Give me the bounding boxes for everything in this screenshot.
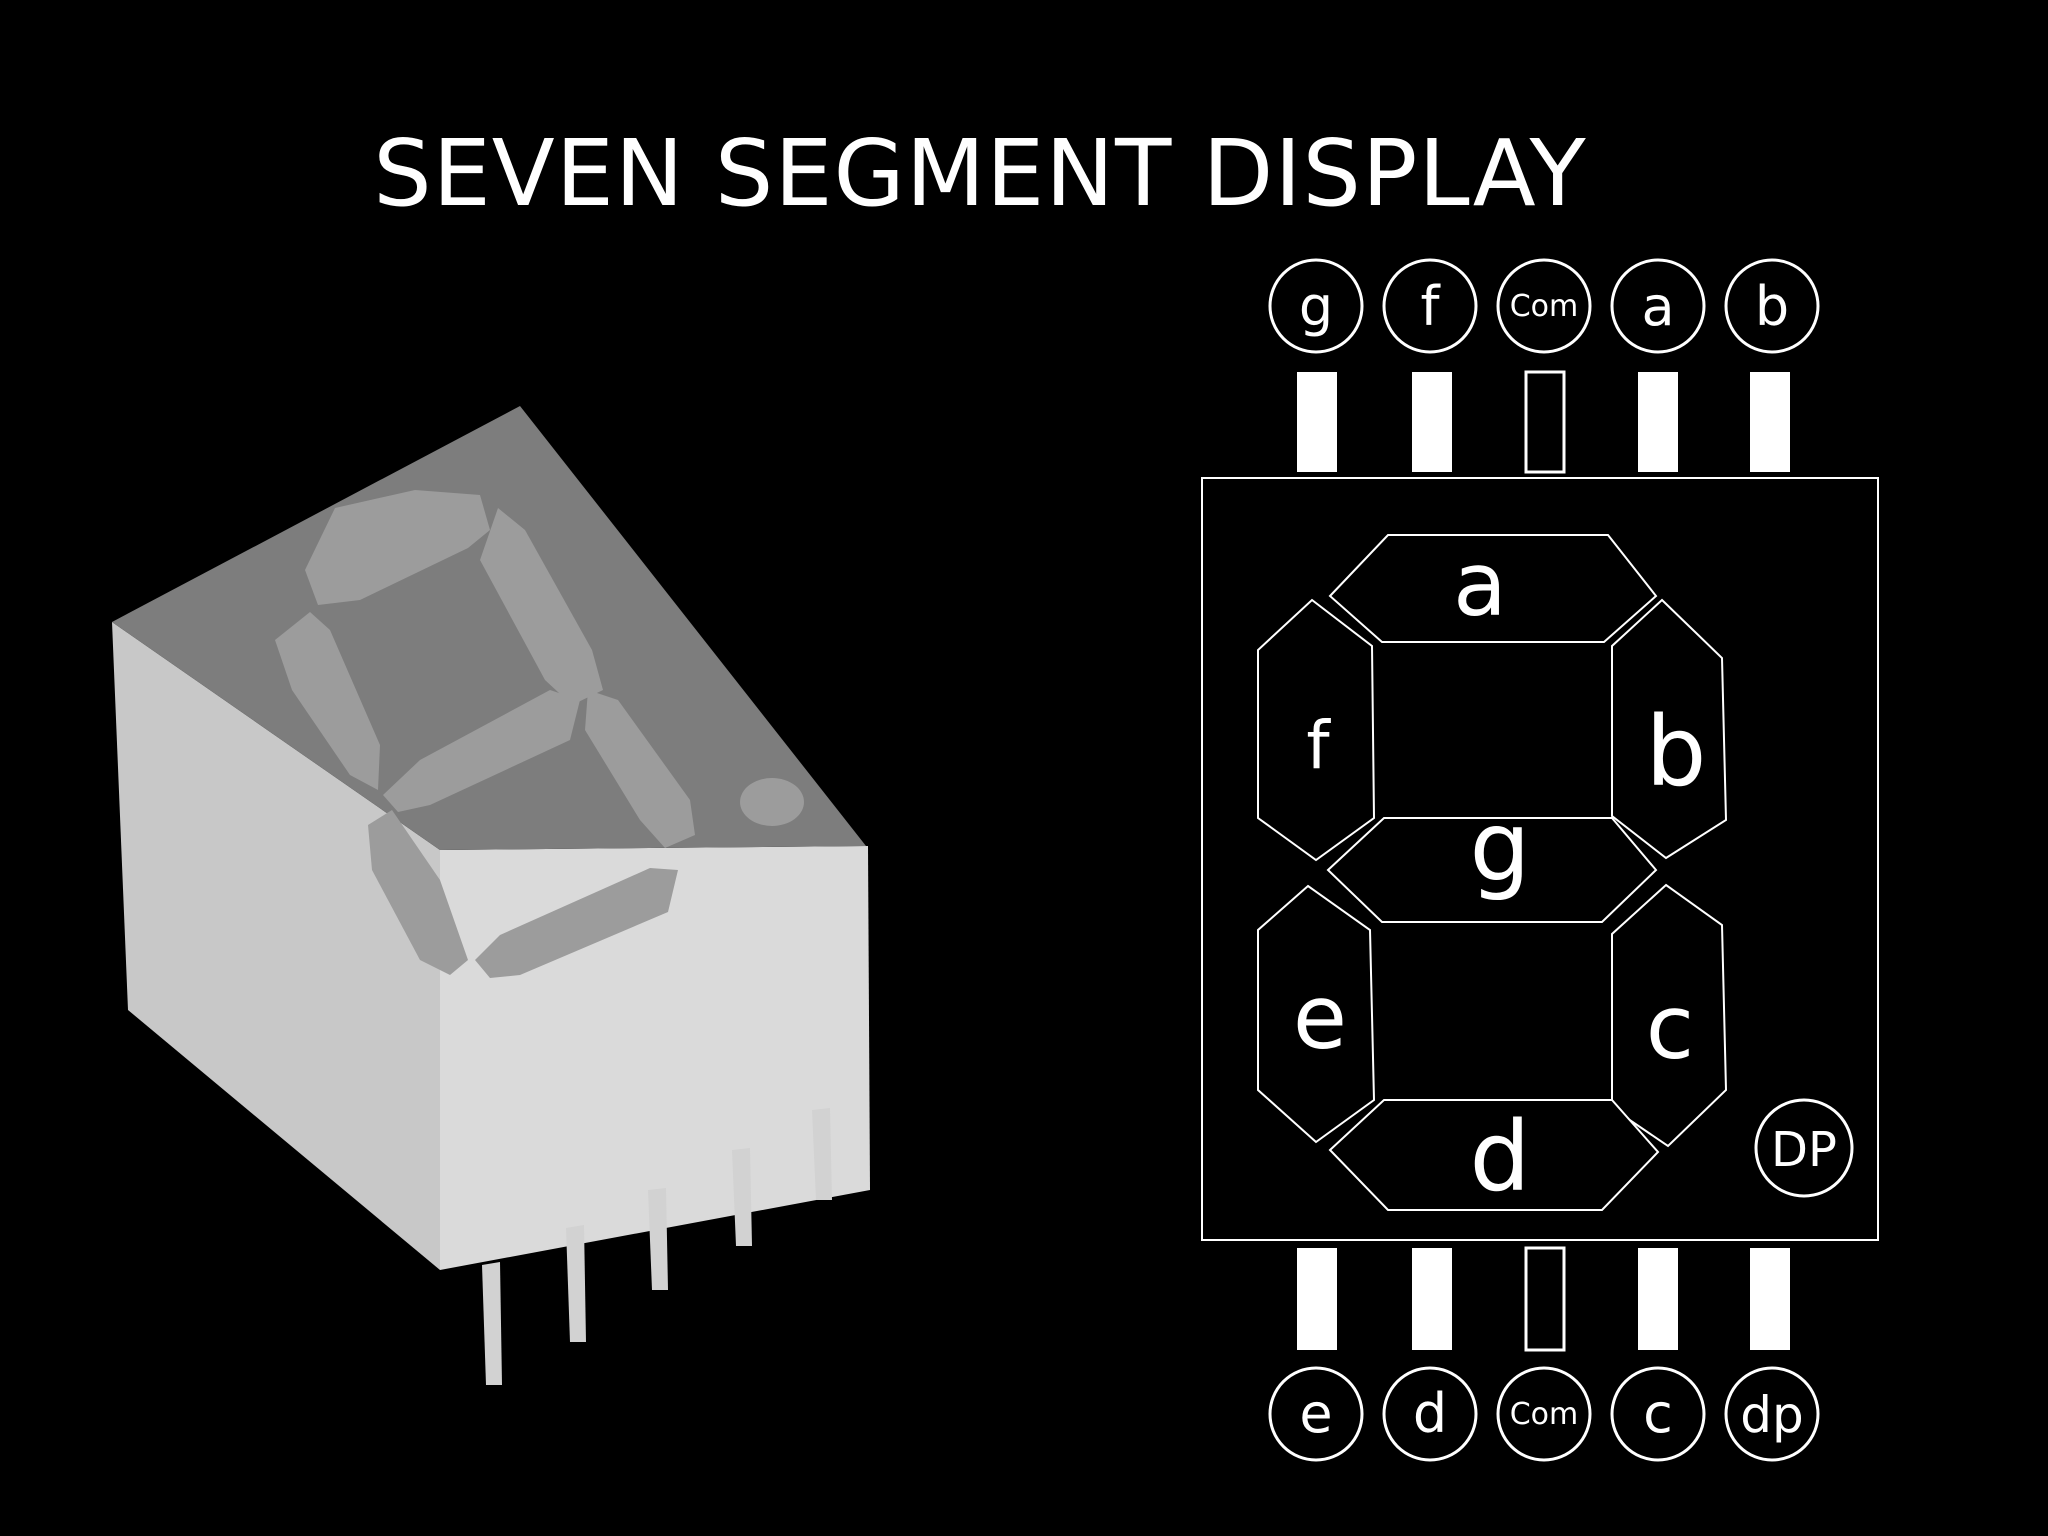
component-segments [275, 490, 695, 978]
component-left-side [112, 622, 440, 1270]
svg-text:d: d [1413, 1382, 1447, 1445]
svg-text:f: f [1420, 275, 1441, 338]
component-top-face [112, 406, 866, 850]
bottom-pins [1297, 1246, 1790, 1352]
package-outline [1201, 477, 1879, 1241]
segment-g [1326, 817, 1658, 923]
slide-title: SEVEN SEGMENT DISPLAY [373, 120, 1587, 227]
bottom-pin-label-e: e [1268, 1366, 1364, 1462]
top-pin-f [1412, 372, 1452, 472]
bottom-pin-d [1412, 1248, 1452, 1350]
component-front-pins [482, 1108, 832, 1385]
top-pins [1297, 370, 1790, 474]
top-pin-labels: g f Com a b [1268, 258, 1820, 354]
segment-a [1328, 534, 1658, 643]
bottom-pin-label-com: Com [1496, 1366, 1592, 1462]
bottom-pin-c [1638, 1248, 1678, 1350]
segment-label-c: c [1646, 976, 1694, 1079]
segment-f [1257, 598, 1376, 862]
svg-text:dp: dp [1740, 1386, 1803, 1444]
svg-text:DP: DP [1771, 1122, 1837, 1178]
top-pin-label-com: Com [1496, 258, 1592, 354]
top-pin-g [1297, 372, 1337, 472]
top-pin-label-g: g [1268, 258, 1364, 354]
decimal-point: DP [1754, 1098, 1854, 1198]
top-pin-com [1524, 370, 1566, 474]
svg-text:e: e [1299, 1382, 1332, 1445]
segment-label-a: a [1453, 533, 1507, 636]
pinout-diagram: g f Com a b [1201, 258, 1879, 1462]
bottom-pin-label-c: c [1610, 1366, 1706, 1462]
bottom-pin-com [1524, 1246, 1566, 1352]
bottom-pin-dp [1750, 1248, 1790, 1350]
svg-text:c: c [1643, 1382, 1673, 1445]
top-pin-label-a: a [1610, 258, 1706, 354]
segment-e [1257, 884, 1376, 1144]
svg-text:b: b [1755, 275, 1789, 338]
segment-d [1328, 1099, 1660, 1211]
top-pin-b [1750, 372, 1790, 472]
top-pin-label-b: b [1724, 258, 1820, 354]
segment-c [1611, 883, 1728, 1148]
segment-label-b: b [1646, 696, 1707, 808]
seven-segment-component-illustration [112, 406, 870, 1385]
bottom-pin-label-dp: dp [1724, 1366, 1820, 1462]
segment-shapes [1257, 534, 1728, 1211]
svg-text:Com: Com [1510, 289, 1579, 324]
segment-label-d: d [1470, 1101, 1531, 1213]
svg-text:Com: Com [1510, 1397, 1579, 1432]
component-decimal-point [740, 778, 804, 826]
segment-labels: a b c d e f g [1293, 533, 1707, 1213]
bottom-pin-e [1297, 1248, 1337, 1350]
svg-text:g: g [1299, 275, 1333, 338]
top-pin-label-f: f [1382, 258, 1478, 354]
segment-label-e: e [1293, 966, 1347, 1069]
segment-b [1611, 598, 1728, 860]
top-pin-a [1638, 372, 1678, 472]
svg-text:a: a [1641, 275, 1674, 338]
bottom-pin-labels: e d Com c dp [1268, 1366, 1820, 1462]
segment-label-g: g [1470, 791, 1531, 903]
segment-label-f: f [1306, 707, 1331, 784]
bottom-pin-label-d: d [1382, 1366, 1478, 1462]
